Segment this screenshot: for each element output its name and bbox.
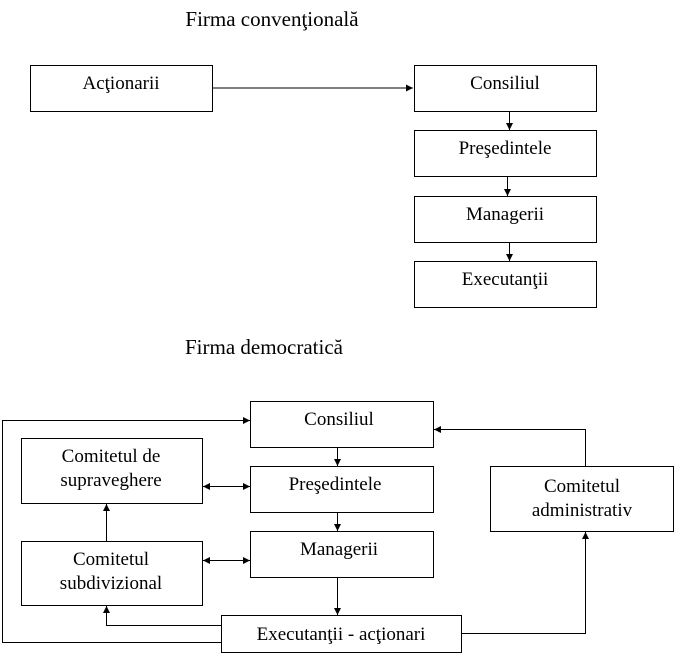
node-presedintele-democratic: Preşedintele xyxy=(250,466,434,513)
node-managerii-democratic-label: Managerii xyxy=(300,539,378,560)
node-managerii-democratic: Managerii xyxy=(250,531,434,578)
node-consiliul-democratic-label: Consiliul xyxy=(304,409,374,430)
node-presedintele-democratic-label: Preşedintele xyxy=(289,474,382,495)
node-executantii-conventional: Executanţii xyxy=(414,261,597,308)
node-executantii-actionari-label: Executanţii - acţionari xyxy=(257,624,426,645)
node-comitetul-subdivizional: Comitetul subdivizional xyxy=(21,541,203,606)
edge-administrativ-consiliul xyxy=(434,426,586,467)
node-consiliul-democratic: Consiliul xyxy=(250,401,434,448)
node-comitetul-administrativ-line1: Comitetul xyxy=(544,476,620,497)
node-actionarii-label: Acţionarii xyxy=(82,73,159,94)
node-comitetul-supraveghere-line2: supraveghere xyxy=(60,470,161,491)
node-comitetul-administrativ: Comitetul administrativ xyxy=(490,466,674,532)
node-consiliul-conventional: Consiliul xyxy=(414,65,597,112)
node-presedintele-conventional-label: Preşedintele xyxy=(459,138,552,159)
node-managerii-conventional-label: Managerii xyxy=(466,204,544,225)
node-comitetul-subdivizional-line2: subdivizional xyxy=(60,573,162,594)
node-consiliul-conventional-label: Consiliul xyxy=(470,73,540,94)
edge-executantii-administrativ xyxy=(461,532,589,634)
node-executantii-conventional-label: Executanţii xyxy=(462,269,549,290)
edge-executantii-consiliul xyxy=(2,417,250,643)
node-presedintele-conventional: Preşedintele xyxy=(414,130,597,177)
node-executantii-actionari: Executanţii - acţionari xyxy=(221,615,462,653)
node-managerii-conventional: Managerii xyxy=(414,196,597,243)
node-actionarii: Acţionarii xyxy=(30,65,213,112)
democratic-title: Firma democratică xyxy=(185,335,344,359)
conventional-title: Firma convenţională xyxy=(185,7,359,31)
node-comitetul-supraveghere-line1: Comitetul de xyxy=(62,446,161,467)
node-comitetul-supraveghere: Comitetul de supraveghere xyxy=(21,438,203,504)
edge-executantii-subdivizional xyxy=(103,606,222,626)
node-comitetul-subdivizional-line1: Comitetul xyxy=(73,549,149,570)
node-comitetul-administrativ-line2: administrativ xyxy=(532,500,633,521)
